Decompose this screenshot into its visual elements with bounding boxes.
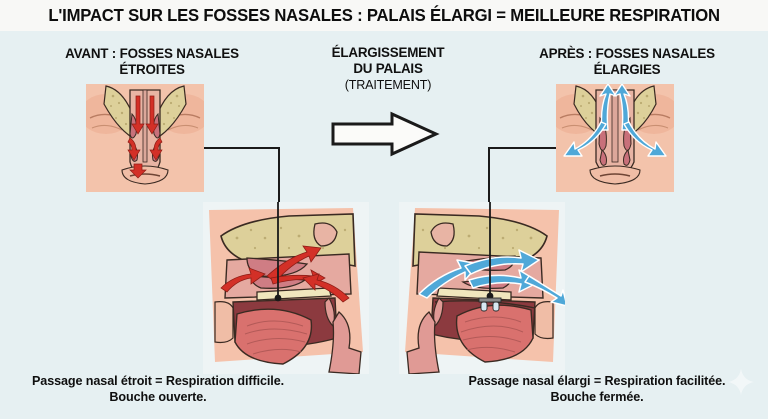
page-title: L'IMPACT SUR LES FOSSES NASALES : PALAIS…: [48, 5, 720, 25]
leader-line-after-horizontal: [488, 147, 620, 149]
figure-coronal-after: [556, 84, 674, 192]
heading-after: APRÈS : FOSSES NASALES ÉLARGIES: [496, 46, 758, 78]
caption-after-line1: Passage nasal élargi = Respiration facil…: [468, 374, 726, 388]
heading-treatment-line3: (TRAITEMENT): [344, 78, 432, 92]
heading-before: AVANT : FOSSES NASALES ÉTROITES: [22, 46, 282, 78]
caption-before-line2: Bouche ouverte.: [109, 389, 207, 404]
sparkle-icon: [728, 369, 754, 395]
right-arrow-icon: [331, 111, 440, 157]
figure-sagittal-after: [399, 202, 565, 374]
caption-after: Passage nasal élargi = Respiration facil…: [432, 374, 762, 405]
caption-before: Passage nasal étroit = Respiration diffi…: [8, 374, 308, 405]
heading-after-line2: ÉLARGIES: [593, 62, 661, 77]
heading-before-line1: AVANT : FOSSES NASALES: [65, 46, 239, 61]
heading-before-line2: ÉTROITES: [119, 62, 185, 77]
heading-treatment-line2: DU PALAIS: [353, 61, 423, 76]
title-bar: L'IMPACT SUR LES FOSSES NASALES : PALAIS…: [0, 0, 768, 31]
heading-after-line1: APRÈS : FOSSES NASALES: [539, 46, 715, 61]
figure-coronal-before: [86, 84, 204, 192]
caption-before-line1: Passage nasal étroit = Respiration diffi…: [31, 374, 284, 388]
palatal-expander-icon: [478, 297, 502, 312]
heading-treatment-line1: ÉLARGISSEMENT: [331, 45, 445, 60]
figure-sagittal-before: [203, 202, 369, 374]
heading-treatment: ÉLARGISSEMENT DU PALAIS (TRAITEMENT): [288, 45, 488, 93]
leader-line-before-horizontal: [148, 147, 280, 149]
infographic-stage: AVANT : FOSSES NASALES ÉTROITES ÉLARGISS…: [0, 31, 768, 419]
caption-after-line2: Bouche fermée.: [550, 389, 644, 404]
